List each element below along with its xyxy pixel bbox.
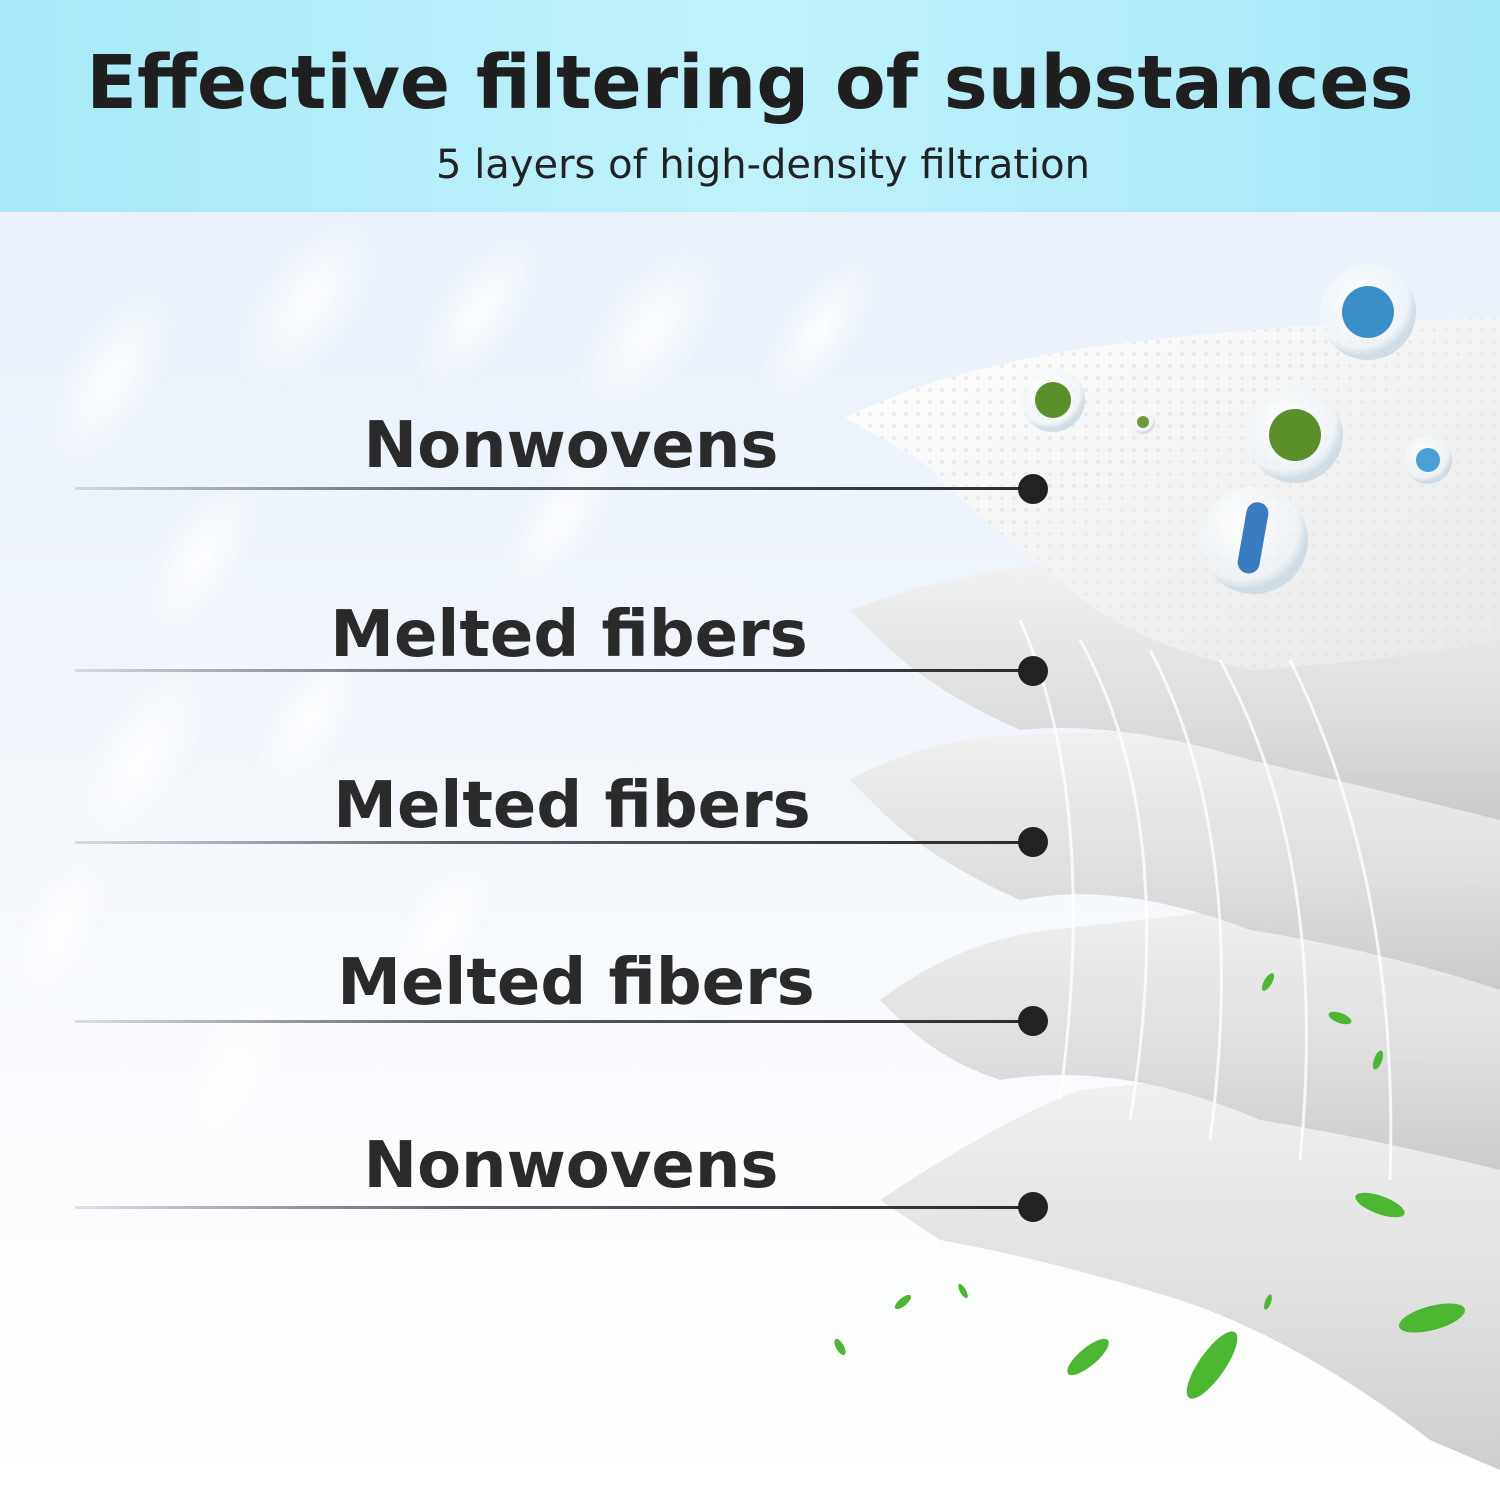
leader-line-2	[75, 669, 1035, 672]
layer-label-3: Melted fibers	[333, 769, 811, 843]
leader-dot-4	[1018, 1006, 1048, 1036]
germ-bubbles	[1021, 264, 1452, 594]
page-subtitle: 5 layers of high-density filtration	[436, 142, 1090, 188]
leader-dot-1	[1018, 474, 1048, 504]
leaves	[834, 973, 1465, 1399]
leader-line-3	[75, 841, 1035, 844]
leader-dot-5	[1018, 1192, 1048, 1222]
layer-label-5: Nonwovens	[363, 1129, 779, 1203]
layer-label-2: Melted fibers	[330, 598, 808, 672]
layer-label-4: Melted fibers	[337, 946, 815, 1020]
filter-illustration	[0, 212, 1500, 1500]
background-streaks	[7, 212, 884, 1173]
filter-sheets	[845, 318, 1500, 1470]
header-banner: Effective filtering of substances 5 laye…	[0, 0, 1500, 212]
page-title: Effective filtering of substances	[86, 40, 1414, 126]
background-graphic	[7, 212, 1500, 1470]
leader-line-5	[75, 1206, 1035, 1209]
leader-dot-3	[1018, 827, 1048, 857]
leader-line-4	[75, 1020, 1035, 1023]
leader-dot-2	[1018, 656, 1048, 686]
leader-line-1	[75, 487, 1035, 490]
layer-label-1: Nonwovens	[363, 409, 779, 483]
